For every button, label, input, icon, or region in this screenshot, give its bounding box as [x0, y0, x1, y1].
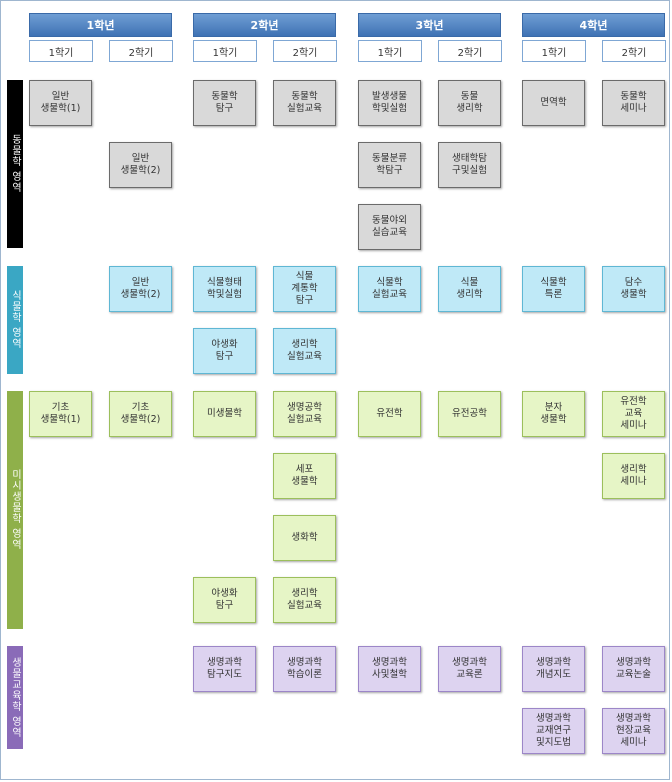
course-box[interactable]: 생명과학 탐구지도	[193, 646, 256, 692]
semester-label: 2학기	[602, 40, 666, 62]
course-box[interactable]: 식물학 특론	[522, 266, 585, 312]
area-label-bar: 미시생물학 영역	[7, 391, 23, 629]
area-label-bar: 식물학 영역	[7, 266, 23, 374]
area-label: 생물교육학 영역	[9, 656, 21, 739]
course-box[interactable]: 야생화 탐구	[193, 577, 256, 623]
course-box[interactable]: 식물학 실험교육	[358, 266, 421, 312]
course-box[interactable]: 동물분류 학탐구	[358, 142, 421, 188]
course-box[interactable]: 생화학	[273, 515, 336, 561]
semester-label: 2학기	[438, 40, 502, 62]
course-box[interactable]: 생명과학 교재연구 및지도법	[522, 708, 585, 754]
course-box[interactable]: 유전공학	[438, 391, 501, 437]
course-box[interactable]: 동물 생리학	[438, 80, 501, 126]
course-box[interactable]: 생명과학 개념지도	[522, 646, 585, 692]
course-box[interactable]: 식물형태 학및실험	[193, 266, 256, 312]
course-box[interactable]: 동물학 실험교육	[273, 80, 336, 126]
course-box[interactable]: 유전학	[358, 391, 421, 437]
course-box[interactable]: 야생화 탐구	[193, 328, 256, 374]
course-box[interactable]: 기초 생물학(2)	[109, 391, 172, 437]
year-header: 2학년	[193, 13, 336, 37]
course-box[interactable]: 일반 생물학(2)	[109, 142, 172, 188]
course-box[interactable]: 식물 계통학 탐구	[273, 266, 336, 312]
course-box[interactable]: 동물야외 실습교육	[358, 204, 421, 250]
course-box[interactable]: 면역학	[522, 80, 585, 126]
course-box[interactable]: 식물 생리학	[438, 266, 501, 312]
course-box[interactable]: 생명과학 현장교육 세미나	[602, 708, 665, 754]
area-label-bar: 생물교육학 영역	[7, 646, 23, 749]
course-box[interactable]: 유전학 교육 세미나	[602, 391, 665, 437]
course-box[interactable]: 미생물학	[193, 391, 256, 437]
year-header: 1학년	[29, 13, 172, 37]
semester-label: 2학기	[273, 40, 337, 62]
semester-label: 1학기	[193, 40, 257, 62]
semester-label: 1학기	[358, 40, 422, 62]
course-box[interactable]: 생명공학 실험교육	[273, 391, 336, 437]
course-box[interactable]: 발생생물 학및실험	[358, 80, 421, 126]
course-box[interactable]: 생명과학 교육론	[438, 646, 501, 692]
course-box[interactable]: 동물학 탐구	[193, 80, 256, 126]
semester-label: 1학기	[29, 40, 93, 62]
course-box[interactable]: 생태학탐 구및실험	[438, 142, 501, 188]
course-box[interactable]: 생리학 실험교육	[273, 328, 336, 374]
course-box[interactable]: 세포 생물학	[273, 453, 336, 499]
year-header: 4학년	[522, 13, 665, 37]
course-box[interactable]: 생리학 실험교육	[273, 577, 336, 623]
course-box[interactable]: 생명과학 학습이론	[273, 646, 336, 692]
area-label: 미시생물학 영역	[9, 469, 21, 551]
semester-label: 1학기	[522, 40, 586, 62]
course-box[interactable]: 담수 생물학	[602, 266, 665, 312]
course-box[interactable]: 생명과학 교육논술	[602, 646, 665, 692]
semester-label: 2학기	[109, 40, 173, 62]
course-box[interactable]: 생명과학 사및철학	[358, 646, 421, 692]
course-box[interactable]: 일반 생물학(1)	[29, 80, 92, 126]
course-box[interactable]: 동물학 세미나	[602, 80, 665, 126]
area-label: 식물학 영역	[9, 290, 21, 350]
course-box[interactable]: 일반 생물학(2)	[109, 266, 172, 312]
course-box[interactable]: 생리학 세미나	[602, 453, 665, 499]
course-box[interactable]: 분자 생물학	[522, 391, 585, 437]
year-header: 3학년	[358, 13, 501, 37]
area-label-bar: 동물학 영역	[7, 80, 23, 248]
area-label: 동물학 영역	[9, 134, 21, 194]
course-box[interactable]: 기초 생물학(1)	[29, 391, 92, 437]
